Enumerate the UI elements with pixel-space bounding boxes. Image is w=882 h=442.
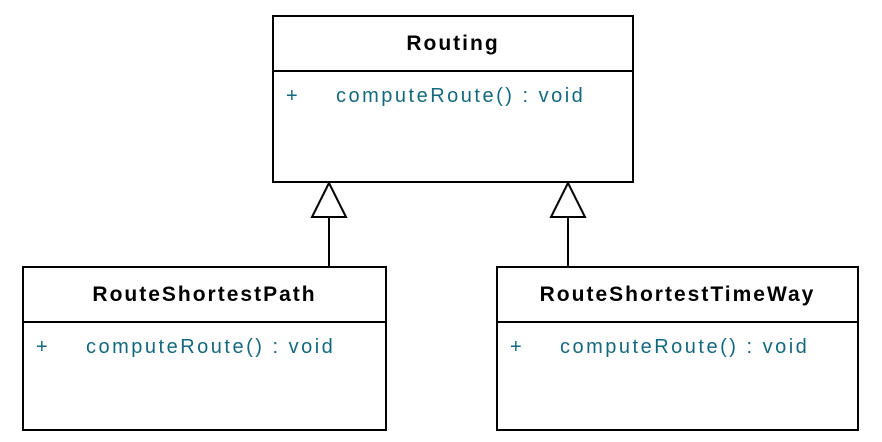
method-signature: computeRoute() : void [560,336,810,358]
class-name-routing: Routing [274,17,632,72]
class-box-route-shortest-path[interactable]: RouteShortestPath + computeRoute() : voi… [22,266,387,431]
method-signature: computeRoute() : void [336,85,586,107]
methods-compartment: + computeRoute() : void [498,323,857,359]
method-item: + computeRoute() : void [36,335,385,359]
class-box-routing[interactable]: Routing + computeRoute() : void [272,15,634,183]
methods-compartment: + computeRoute() : void [24,323,385,359]
visibility-public-symbol: + [36,336,51,358]
method-item: + computeRoute() : void [286,84,632,108]
method-item: + computeRoute() : void [510,335,857,359]
generalization-arrow-icon [549,182,587,267]
visibility-public-symbol: + [510,336,525,358]
visibility-public-symbol: + [286,85,301,107]
generalization-arrow-icon [310,182,348,267]
method-signature: computeRoute() : void [86,336,336,358]
methods-compartment: + computeRoute() : void [274,72,632,108]
class-box-route-shortest-time-way[interactable]: RouteShortestTimeWay + computeRoute() : … [496,266,859,431]
class-name-route-shortest-time-way: RouteShortestTimeWay [498,268,857,323]
class-name-route-shortest-path: RouteShortestPath [24,268,385,323]
